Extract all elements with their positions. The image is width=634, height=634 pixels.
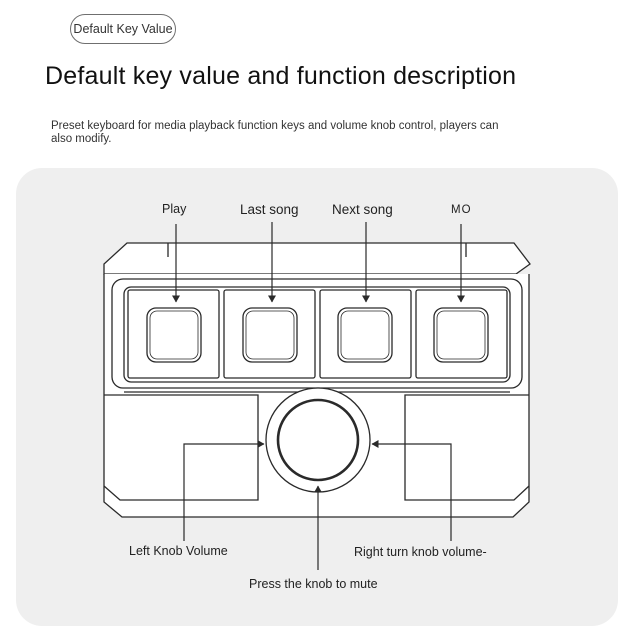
last-song-key-label: Last song [240,202,299,217]
default-key-value-badge: Default Key Value [70,14,176,44]
next-song-key-label: Next song [332,202,393,217]
press-knob-label: Press the knob to mute [249,577,378,591]
key-top-3 [337,307,393,363]
key-top-1 [146,307,202,363]
key-cap-1 [127,289,220,379]
page-description: Preset keyboard for media playback funct… [51,120,499,145]
volume-knob [265,387,371,493]
key-row [127,289,508,379]
page-title: Default key value and function descripti… [45,62,517,90]
callout-arrows [172,222,465,570]
key-top-4 [433,307,489,363]
key-top-2 [242,307,298,363]
right-knob-label: Right turn knob volume- [354,545,487,559]
mo-key-label: MO [451,204,472,216]
key-cap-2 [223,289,316,379]
left-knob-label: Left Knob Volume [129,544,228,558]
device-body [103,242,531,518]
play-key-label: Play [162,202,187,216]
